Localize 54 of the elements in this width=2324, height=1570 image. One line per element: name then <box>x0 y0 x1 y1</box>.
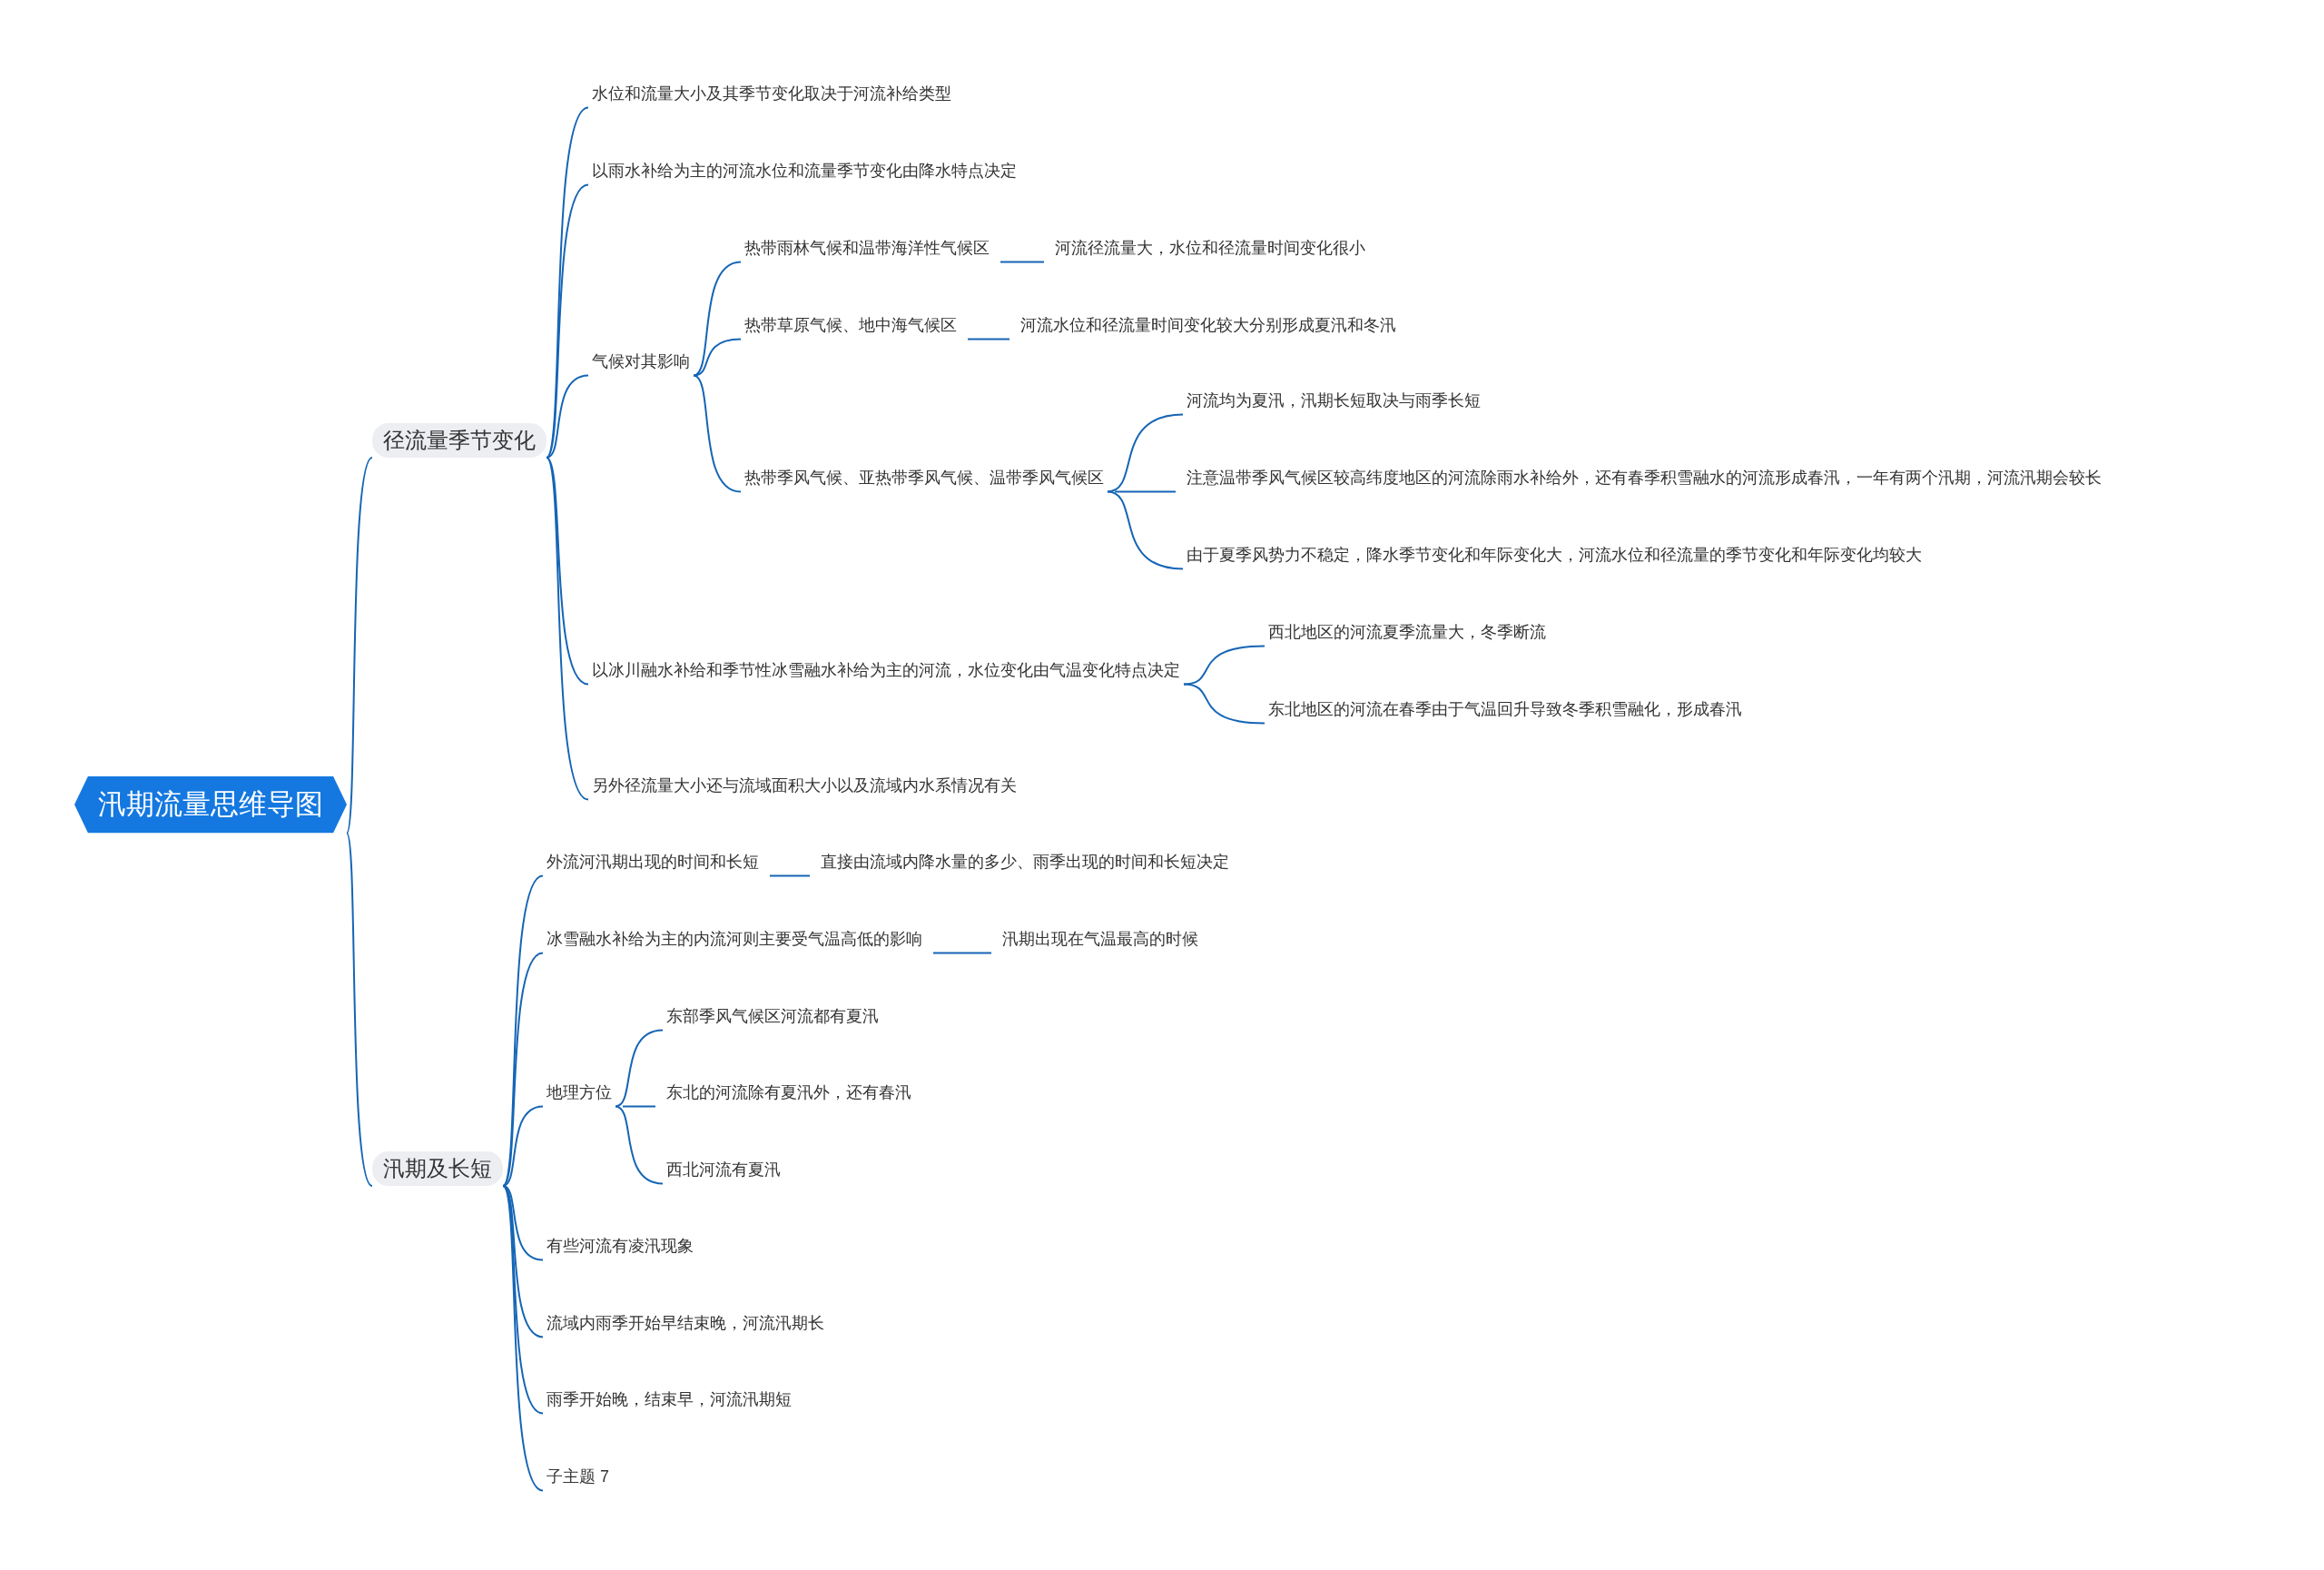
connector-line <box>1183 645 1265 686</box>
connector-line <box>502 952 544 1187</box>
connector-line <box>769 874 811 877</box>
subtopic-text: 由于夏季风势力不稳定，降水季节变化和年际变化大，河流水位和径流量的季节变化和年际变化均较大 <box>1183 540 1925 569</box>
connector-line <box>1107 413 1184 493</box>
connector-line <box>346 457 373 834</box>
subtopic-text: 水位和流量大小及其季节变化取决于河流补给类型 <box>588 79 955 108</box>
subtopic-text: 西北河流有夏汛 <box>663 1155 784 1184</box>
main-topic: 径流量季节变化 <box>372 423 547 458</box>
main-topic: 汛期及长短 <box>372 1151 503 1186</box>
subtopic-text: 冰雪融水补给为主的内流河则主要受气温高低的影响 <box>543 924 926 953</box>
connector-line <box>502 1185 544 1415</box>
subtopic-text: 注意温带季风气候区较高纬度地区的河流除雨水补给外，还有春季积雪融水的河流形成春汛，一年有两个汛期，河流汛期会较长 <box>1183 463 2105 492</box>
connector-line <box>622 1105 656 1108</box>
subtopic-text: 雨季开始晚，结束早，河流汛期短 <box>543 1385 795 1414</box>
subtopic-text: 西北地区的河流夏季流量大，冬季断流 <box>1265 617 1550 647</box>
subtopic-text: 另外径流量大小还与流域面积大小以及流域内水系情况有关 <box>588 771 1020 800</box>
subtopic-text: 热带草原气候、地中海气候区 <box>741 311 960 340</box>
connector-line <box>546 457 589 686</box>
connector-line <box>346 832 373 1187</box>
subtopic-text: 汛期出现在气温最高的时候 <box>999 924 1202 953</box>
central-topic: 汛期流量思维导图 <box>74 775 347 834</box>
connector-line <box>546 457 589 801</box>
subtopic-text: 有些河流有凌汛现象 <box>543 1231 697 1260</box>
connector-line <box>1183 683 1265 725</box>
connector-line <box>1114 490 1177 493</box>
connector-line <box>546 183 589 459</box>
subtopic-text: 东北地区的河流在春季由于气温回升导致冬季积雪融化，形成春汛 <box>1265 695 1746 724</box>
connector-line <box>693 338 742 377</box>
subtopic-text: 以冰川融水补给和季节性冰雪融水补给为主的河流，水位变化由气温变化特点决定 <box>588 656 1184 685</box>
connector-line <box>693 374 742 493</box>
subtopic-text: 外流河汛期出现的时间和长短 <box>543 847 763 876</box>
subtopic-text: 以雨水补给为主的河流水位和流量季节变化由降水特点决定 <box>588 156 1020 185</box>
subtopic-text: 东北的河流除有夏汛外，还有春汛 <box>663 1078 915 1107</box>
connector-line <box>502 1185 544 1492</box>
connector-line <box>1107 490 1184 570</box>
subtopic-text: 热带季风气候、亚热带季风气候、温带季风气候区 <box>741 463 1108 492</box>
subtopic-text: 热带雨林气候和温带海洋性气候区 <box>741 233 993 262</box>
subtopic-text: 地理方位 <box>543 1078 615 1107</box>
subtopic-text: 直接由流域内降水量的多少、雨季出现的时间和长短决定 <box>817 847 1233 876</box>
connector-line <box>1000 261 1045 263</box>
subtopic-text: 气候对其影响 <box>588 347 694 376</box>
subtopic-text: 东部季风气候区河流都有夏汛 <box>663 1002 882 1031</box>
connector-line <box>615 1105 664 1185</box>
connector-line <box>615 1029 664 1108</box>
subtopic-text: 河流径流量大，水位和径流量时间变化很小 <box>1051 233 1369 262</box>
connector-line <box>502 1105 544 1187</box>
connector-line <box>546 374 589 459</box>
connector-line <box>932 952 992 954</box>
subtopic-text: 子主题 7 <box>543 1462 613 1491</box>
subtopic-text: 河流水位和径流量时间变化较大分别形成夏汛和冬汛 <box>1017 311 1400 340</box>
subtopic-text: 流域内雨季开始早结束晚，河流汛期长 <box>543 1308 828 1338</box>
connector-line <box>967 338 1010 341</box>
subtopic-text: 河流均为夏汛，汛期长短取决与雨季长短 <box>1183 386 1484 415</box>
